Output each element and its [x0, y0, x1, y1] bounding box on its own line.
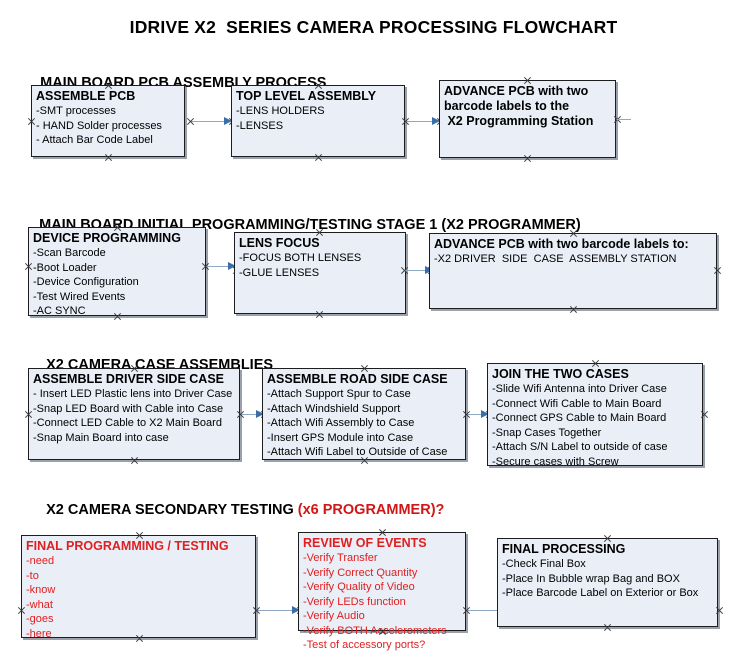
box-line: -to — [26, 569, 39, 582]
box-line: -Verify Transfer — [303, 552, 378, 564]
box-line: -Attach Windshield Support — [267, 402, 401, 415]
connector-arrow[interactable] — [404, 266, 433, 274]
box-title: FINAL PROGRAMMING / TESTING — [26, 539, 229, 553]
process-box-final-programming-testing[interactable]: FINAL PROGRAMMING / TESTING -need -to -k… — [21, 535, 256, 640]
arrow-head-icon — [256, 410, 264, 418]
process-box-final-processing[interactable]: FINAL PROCESSING -Check Final Box -Place… — [497, 538, 718, 627]
box-title: LENS FOCUS — [239, 236, 320, 250]
box-line: -Verify Correct Quantity — [303, 566, 418, 579]
box-title: TOP LEVEL ASSEMBLY — [236, 89, 377, 103]
box-line: -Connect LED Cable to X2 Main Board — [33, 417, 222, 429]
box-title: FINAL PROCESSING — [502, 542, 626, 556]
box-line: -SMT processes — [36, 105, 116, 117]
box-line: -Verify BOTH Accelerometers — [303, 624, 447, 637]
process-box-lens-focus[interactable]: LENS FOCUS -FOCUS BOTH LENSES -GLUE LENS… — [234, 232, 406, 314]
box-line: -Slide Wifi Antenna into Driver Case — [492, 383, 667, 395]
box-line: -goes — [26, 613, 54, 625]
box-line: -LENSES — [236, 119, 284, 132]
process-box-top-level-assembly[interactable]: TOP LEVEL ASSEMBLY -LENS HOLDERS -LENSES — [231, 85, 405, 157]
box-line: - HAND Solder processes — [36, 119, 162, 132]
arrow-head-icon — [228, 262, 236, 270]
box-line: -GLUE LENSES — [239, 266, 320, 279]
box-title: ADVANCE PCB with two barcode labels to: — [434, 237, 689, 251]
box-title: DEVICE PROGRAMMING — [33, 231, 181, 245]
box-line: -X2 DRIVER SIDE CASE ASSEMBLY STATION — [434, 253, 677, 265]
connector-arrow[interactable] — [405, 117, 440, 125]
box-line: -know — [26, 584, 56, 596]
arrow-head-icon — [292, 606, 300, 614]
connector-stub[interactable] — [617, 119, 631, 120]
box-title: ADVANCE PCB with two — [444, 84, 589, 98]
box-line: -Snap Main Board into case — [33, 431, 169, 444]
box-line: -here — [26, 627, 52, 640]
box-line: -Verify Quality of Video — [303, 581, 415, 593]
box-title: ASSEMBLE PCB — [36, 89, 136, 103]
arrow-head-icon — [224, 117, 232, 125]
box-line: -Snap LED Board with Cable into Case — [33, 402, 224, 415]
process-box-review-of-events[interactable]: REVIEW OF EVENTS -Verify Transfer -Verif… — [298, 532, 466, 651]
box-line: -Snap Cases Together — [492, 426, 602, 439]
box-line: -Secure cases with Screw — [492, 455, 619, 468]
box-line: -Attach S/N Label to outside of case — [492, 441, 668, 453]
box-line: -what — [26, 598, 53, 611]
process-box-advance-pcb-driver-side-case[interactable]: ADVANCE PCB with two barcode labels to: … — [429, 233, 717, 309]
box-line: -Scan Barcode — [33, 247, 106, 259]
box-line: -Place In Bubble wrap Bag and BOX — [502, 572, 680, 585]
section-heading-text: X2 CAMERA SECONDARY TESTING — [46, 502, 298, 518]
arrow-head-icon — [481, 410, 489, 418]
box-line: -Insert GPS Module into Case — [267, 431, 414, 444]
connector-arrow[interactable] — [190, 117, 232, 125]
process-box-assemble-road-side-case[interactable]: ASSEMBLE ROAD SIDE CASE -Attach Support … — [262, 368, 466, 460]
box-line: -Connect Wifi Cable to Main Board — [492, 397, 662, 410]
box-line: -AC SYNC — [33, 305, 86, 317]
section-heading-secondary-testing: X2 CAMERA SECONDARY TESTING (x6 PROGRAMM… — [30, 486, 444, 534]
box-line: -LENS HOLDERS — [236, 105, 325, 117]
connector-arrow[interactable] — [466, 410, 489, 418]
section-heading-accent: (x6 PROGRAMMER)? — [297, 502, 445, 518]
box-title: REVIEW OF EVENTS — [303, 536, 427, 550]
process-box-assemble-driver-side-case[interactable]: ASSEMBLE DRIVER SIDE CASE - Insert LED P… — [28, 368, 240, 460]
connector-arrow[interactable] — [240, 410, 264, 418]
process-box-advance-pcb-programming-station[interactable]: ADVANCE PCB with two barcode labels to t… — [439, 80, 616, 158]
process-box-join-the-two-cases[interactable]: JOIN THE TWO CASES -Slide Wifi Antenna i… — [487, 363, 703, 468]
box-line: -Connect GPS Cable to Main Board — [492, 412, 667, 424]
box-line: -FOCUS BOTH LENSES — [239, 252, 362, 264]
box-line: - Insert LED Plastic lens into Driver Ca… — [33, 388, 233, 400]
box-line: -Check Final Box — [502, 558, 586, 570]
box-title: JOIN THE TWO CASES — [492, 367, 629, 381]
box-line: -Attach Wifi Label to Outside of Case — [267, 446, 448, 458]
process-box-assemble-pcb[interactable]: ASSEMBLE PCB -SMT processes - HAND Solde… — [31, 85, 185, 157]
arrow-head-icon — [432, 117, 440, 125]
box-line: -Place Barcode Label on Exterior or Box — [502, 587, 699, 599]
box-title-line2: barcode labels to the — [444, 99, 570, 113]
box-title-line3: X2 Programming Station — [444, 114, 594, 128]
box-line: -need — [26, 555, 55, 567]
box-line: -Device Configuration — [33, 276, 139, 288]
connector-arrow[interactable] — [256, 606, 300, 614]
box-line: -Test Wired Events — [33, 290, 126, 303]
connector-arrow[interactable] — [205, 262, 236, 270]
box-title: ASSEMBLE ROAD SIDE CASE — [267, 372, 448, 386]
box-line: -Attach Support Spur to Case — [267, 388, 411, 400]
box-line: -Verify LEDs function — [303, 595, 406, 608]
box-line: -Verify Audio — [303, 610, 365, 622]
page-title: IDRIVE X2 SERIES CAMERA PROCESSING FLOWC… — [129, 17, 618, 37]
box-line: -Boot Loader — [33, 261, 97, 274]
process-box-device-programming[interactable]: DEVICE PROGRAMMING -Scan Barcode -Boot L… — [28, 227, 206, 317]
box-line-overflow: -Test of accessory ports? — [303, 639, 426, 651]
box-line: - Attach Bar Code Label — [36, 134, 153, 146]
box-line: -Attach Wifi Assembly to Case — [267, 417, 415, 429]
box-title: ASSEMBLE DRIVER SIDE CASE — [33, 372, 225, 386]
